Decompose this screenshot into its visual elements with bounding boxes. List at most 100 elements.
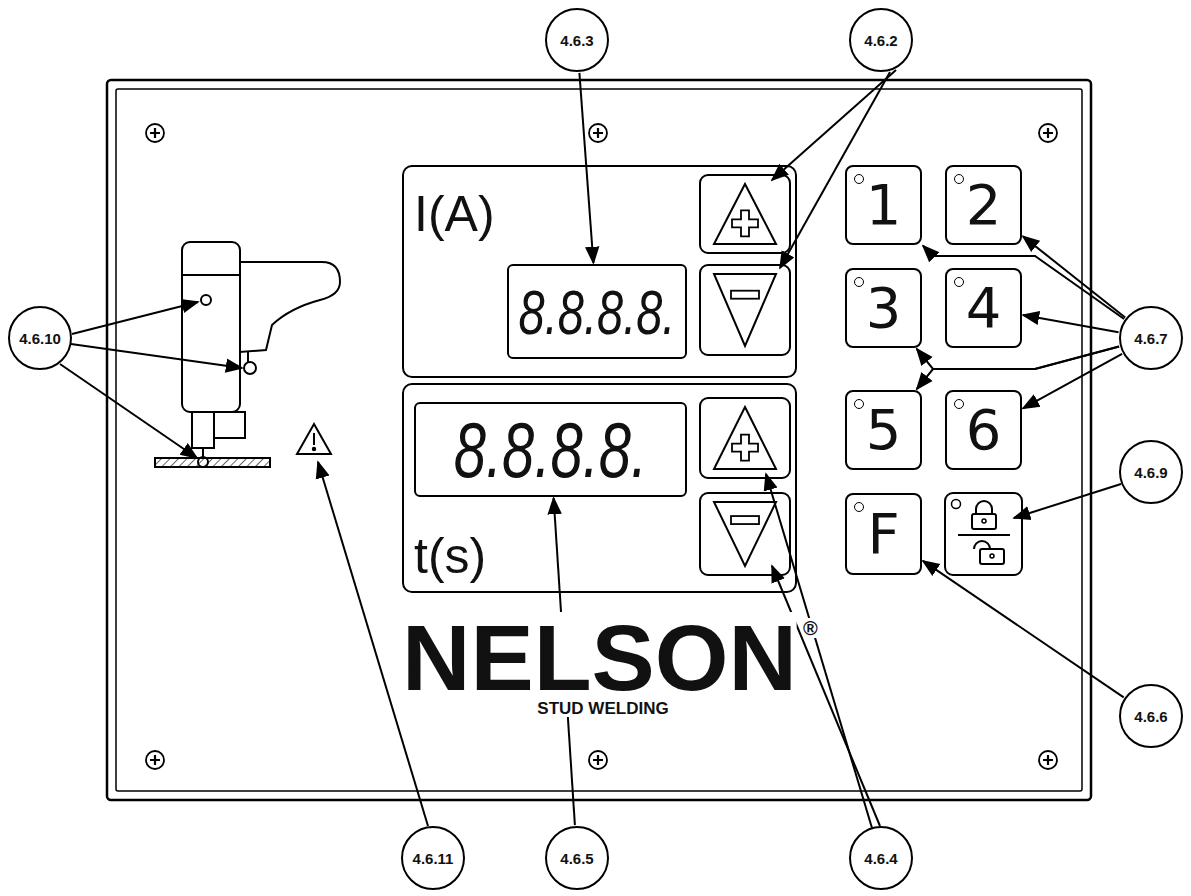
drawing-circle bbox=[201, 295, 211, 305]
drawing-line bbox=[1014, 484, 1121, 518]
up-triangle bbox=[714, 184, 776, 244]
led-indicator bbox=[954, 277, 964, 287]
plus-sign bbox=[732, 210, 758, 236]
led-indicator bbox=[854, 277, 864, 287]
callout-number: 4.6.3 bbox=[545, 8, 609, 72]
drawing-line bbox=[182, 274, 240, 276]
program-button: 3 bbox=[845, 268, 922, 348]
minus-sign bbox=[731, 516, 759, 524]
lock-button bbox=[945, 493, 1022, 575]
led-indicator bbox=[954, 399, 964, 409]
callout-text: 4.6.10 bbox=[19, 330, 61, 347]
down-triangle bbox=[714, 502, 776, 566]
screw bbox=[589, 751, 607, 769]
leader-arrow bbox=[917, 347, 1119, 370]
adjust-button bbox=[700, 265, 790, 355]
callout-number: 4.6.6 bbox=[1119, 684, 1183, 748]
button-label: 3 bbox=[866, 280, 902, 336]
drawing-circle bbox=[244, 362, 256, 374]
led-indicator bbox=[854, 502, 864, 512]
drawing-line bbox=[60, 364, 197, 458]
program-button: 4 bbox=[945, 268, 1022, 348]
drawing-circle bbox=[952, 500, 961, 509]
display-panel: I(A) 8.8.8.8. bbox=[402, 165, 797, 378]
screw bbox=[589, 124, 607, 142]
adjust-button bbox=[700, 398, 790, 478]
drawing-line bbox=[313, 433, 315, 445]
callout-number: 4.6.10 bbox=[8, 306, 72, 370]
adjust-button bbox=[700, 493, 790, 575]
display-digits: 8.8.8.8. bbox=[519, 274, 676, 348]
callout-number: 4.6.11 bbox=[401, 826, 465, 890]
brand-logo: NELSON bbox=[402, 612, 797, 704]
callout-number: 4.6.4 bbox=[849, 826, 913, 890]
screw-slot bbox=[593, 755, 603, 765]
seven-segment-display: 8.8.8.8. bbox=[507, 264, 687, 359]
callout-text: 4.6.4 bbox=[864, 850, 897, 867]
registered-mark: ® bbox=[803, 618, 818, 638]
brand-subtitle: STUD WELDING bbox=[533, 700, 672, 717]
drawing-path bbox=[247, 352, 249, 362]
screw bbox=[146, 124, 164, 142]
drawing-circle bbox=[198, 457, 208, 467]
led-indicator bbox=[954, 174, 964, 184]
drawing-line bbox=[71, 344, 242, 368]
unit-label: I(A) bbox=[414, 185, 495, 243]
callout-text: 4.6.7 bbox=[1134, 330, 1167, 347]
led-indicator bbox=[854, 174, 864, 184]
leader-arrow bbox=[917, 347, 1119, 390]
seven-segment-display: 8.8.8.8. bbox=[414, 402, 687, 497]
unit-label: t(s) bbox=[414, 527, 486, 585]
callout-number: 4.6.5 bbox=[545, 826, 609, 890]
display-digits: 8.8.8.8. bbox=[454, 404, 647, 494]
callout-number: 4.6.7 bbox=[1119, 306, 1183, 370]
drawing-path bbox=[976, 501, 992, 514]
leader-arrow bbox=[1023, 315, 1119, 332]
button-label: F bbox=[867, 506, 899, 562]
program-button: 2 bbox=[945, 165, 1022, 245]
screw bbox=[1039, 751, 1057, 769]
program-button: 1 bbox=[845, 165, 922, 245]
drawing-rect bbox=[182, 242, 240, 412]
program-button: F bbox=[845, 493, 922, 575]
screw-slot bbox=[150, 128, 160, 138]
drawing-path bbox=[297, 424, 331, 454]
housing-outline bbox=[107, 80, 1091, 800]
drawing-rect bbox=[980, 549, 1004, 564]
leader-arrow bbox=[1023, 236, 1125, 317]
warning-symbol bbox=[297, 424, 331, 454]
button-label: 4 bbox=[966, 280, 1002, 336]
minus-sign bbox=[731, 291, 759, 299]
callout-text: 4.6.3 bbox=[560, 32, 593, 49]
screw bbox=[1039, 124, 1057, 142]
plus-sign bbox=[732, 435, 758, 461]
display-panel: t(s) 8.8.8.8. bbox=[402, 383, 797, 593]
leader-lines bbox=[60, 70, 1121, 828]
callout-text: 4.6.5 bbox=[560, 850, 593, 867]
callout-text: 4.6.11 bbox=[413, 850, 454, 867]
leader-arrow bbox=[579, 73, 593, 263]
adjust-button bbox=[700, 175, 790, 253]
drawing-line bbox=[772, 70, 896, 180]
button-label: 2 bbox=[966, 177, 1002, 233]
drawing-circle bbox=[982, 519, 986, 523]
screw-slot bbox=[150, 755, 160, 765]
down-triangle bbox=[714, 274, 776, 346]
button-label: 1 bbox=[866, 177, 902, 233]
drawing-line bbox=[958, 534, 1010, 536]
drawing-path bbox=[974, 541, 990, 549]
drawing-circle bbox=[313, 448, 315, 450]
screw-slot bbox=[1043, 128, 1053, 138]
screw-slot bbox=[593, 128, 603, 138]
housing-inner bbox=[116, 89, 1082, 791]
led-indicator bbox=[854, 399, 864, 409]
drawing-line bbox=[72, 302, 198, 334]
screw-slot bbox=[1043, 755, 1053, 765]
up-triangle bbox=[714, 407, 776, 469]
leader-arrow bbox=[923, 561, 1124, 698]
drawing-rect bbox=[972, 514, 996, 529]
callout-text: 4.6.2 bbox=[864, 32, 897, 49]
program-button: 6 bbox=[945, 390, 1022, 470]
drawing-rect bbox=[192, 412, 214, 448]
